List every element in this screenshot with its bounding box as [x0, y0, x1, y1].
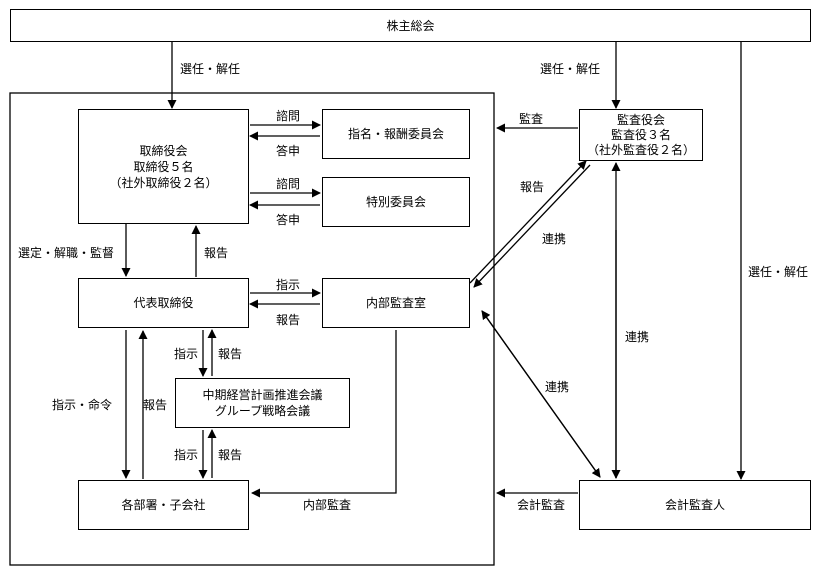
label-cooperation-3: 連携: [545, 380, 570, 394]
label-elect-dismiss-mid: 選任・解任: [540, 62, 601, 76]
label-audit: 監査: [519, 112, 544, 126]
label-instruct-meeting-to-departments: 指示: [174, 448, 199, 462]
board-members: 取締役５名: [133, 159, 194, 174]
label-report-departments-to-meeting: 報告: [218, 448, 243, 462]
label-report-to-board: 報告: [204, 246, 229, 260]
special-committee-box: 特別委員会: [322, 177, 470, 227]
label-answer-2: 答申: [276, 213, 301, 227]
label-inquiry-2: 諮問: [276, 177, 301, 191]
label-select-dismiss-supervise: 選定・解職・監督: [18, 246, 115, 260]
label-report-from-departments: 報告: [143, 398, 168, 412]
label-instruct-to-audit-office: 指示: [276, 278, 301, 292]
audit-board-box: 監査役会 監査役３名 （社外監査役２名）: [579, 109, 703, 161]
audit-board-title: 監査役会: [616, 112, 665, 127]
accounting-auditor-box: 会計監査人: [579, 480, 811, 530]
shareholders-meeting-box: 株主総会: [10, 9, 811, 42]
nomination-compensation-committee-box: 指名・報酬委員会: [322, 109, 470, 159]
representative-director-box: 代表取締役: [78, 278, 249, 328]
representative-director-label: 代表取締役: [133, 296, 194, 310]
board-title: 取締役会: [139, 143, 188, 158]
board-outside-members: （社外取締役２名）: [109, 175, 218, 190]
label-inquiry-1: 諮問: [276, 109, 301, 123]
group-strategy-meeting-label: グループ戦略会議: [214, 404, 311, 418]
label-elect-dismiss-left: 選任・解任: [180, 62, 241, 76]
audit-board-members: 監査役３名: [610, 127, 671, 142]
label-elect-dismiss-right: 選任・解任: [748, 265, 809, 279]
accounting-auditor-label: 会計監査人: [664, 498, 725, 512]
internal-audit-office-box: 内部監査室: [322, 278, 470, 328]
departments-label: 各部署・子会社: [121, 498, 206, 512]
midterm-plan-meeting-label: 中期経営計画推進会議: [202, 388, 323, 402]
special-committee-label: 特別委員会: [365, 195, 426, 209]
label-answer-1: 答申: [276, 144, 301, 158]
label-instruct-to-meeting: 指示: [174, 347, 199, 361]
nomination-committee-label: 指名・報酬委員会: [347, 127, 444, 141]
audit-board-outside-members: （社外監査役２名）: [586, 142, 695, 157]
internal-audit-office-label: 内部監査室: [365, 296, 426, 310]
label-cooperation-1: 連携: [542, 232, 567, 246]
departments-subsidiaries-box: 各部署・子会社: [78, 480, 249, 530]
label-instruct-order: 指示・命令: [52, 398, 113, 412]
label-report-from-meeting: 報告: [218, 347, 243, 361]
shareholders-meeting-label: 株主総会: [386, 18, 435, 33]
label-accounting-audit: 会計監査: [517, 498, 566, 512]
label-internal-audit: 内部監査: [303, 498, 352, 512]
label-report-to-audit-board: 報告: [520, 180, 545, 194]
label-cooperation-2: 連携: [625, 330, 650, 344]
midterm-plan-meeting-box: 中期経営計画推進会議 グループ戦略会議: [175, 378, 350, 428]
board-of-directors-box: 取締役会 取締役５名 （社外取締役２名）: [78, 109, 249, 224]
label-report-from-audit-office: 報告: [276, 313, 301, 327]
